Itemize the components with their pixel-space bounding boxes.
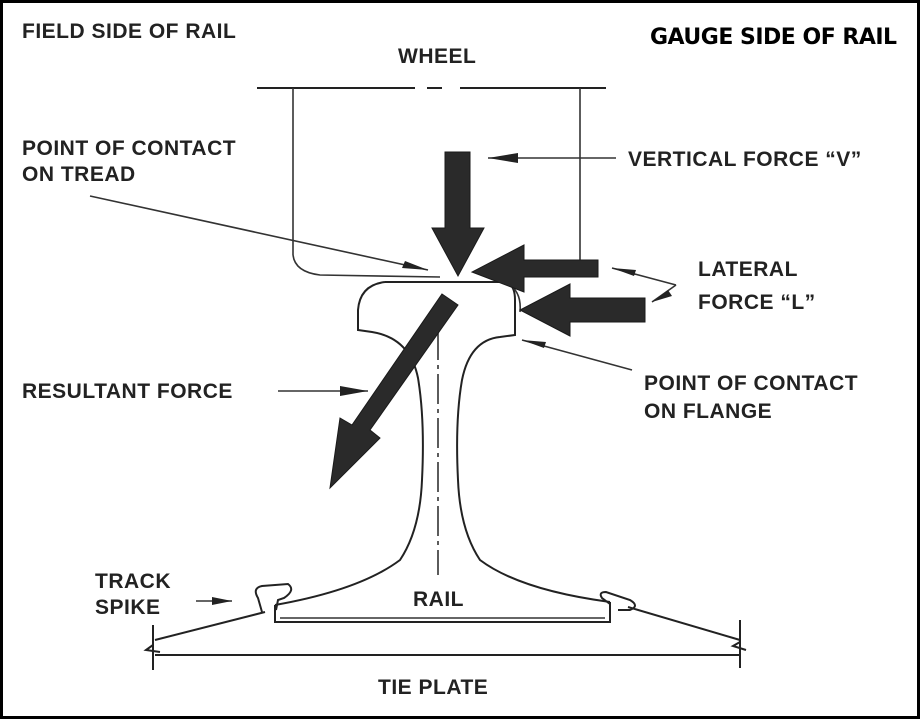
lateral-force-arrow-upper xyxy=(470,244,599,293)
label-lateral-force-2: FORCE “L” xyxy=(698,291,816,314)
label-contact-tread-2: ON TREAD xyxy=(22,163,136,186)
vertical-force-arrow xyxy=(431,151,485,278)
title-field-side: FIELD SIDE OF RAIL xyxy=(22,20,236,43)
label-resultant-force: RESULTANT FORCE xyxy=(22,380,233,403)
resultant-force-arrow xyxy=(329,293,459,490)
label-lateral-force-1: LATERAL xyxy=(698,258,798,281)
label-vertical-force: VERTICAL FORCE “V” xyxy=(628,148,862,171)
label-wheel: WHEEL xyxy=(398,45,476,68)
title-gauge-side: GAUGE SIDE OF RAIL xyxy=(650,25,897,50)
label-tie-plate: TIE PLATE xyxy=(378,676,488,699)
label-rail: RAIL xyxy=(413,588,464,611)
track-spike-right xyxy=(599,590,636,611)
leader-lines xyxy=(89,153,677,605)
tie-plate xyxy=(143,606,747,670)
rail-profile xyxy=(274,281,611,623)
wheel-outline xyxy=(257,87,606,278)
track-spike-left xyxy=(254,582,293,613)
label-contact-tread-1: POINT OF CONTACT xyxy=(22,137,236,160)
lateral-force-arrow-lower xyxy=(518,283,646,337)
label-track-spike-2: SPIKE xyxy=(95,596,161,619)
label-contact-flange-2: ON FLANGE xyxy=(644,400,772,423)
label-track-spike-1: TRACK xyxy=(95,570,171,593)
label-contact-flange-1: POINT OF CONTACT xyxy=(644,372,858,395)
